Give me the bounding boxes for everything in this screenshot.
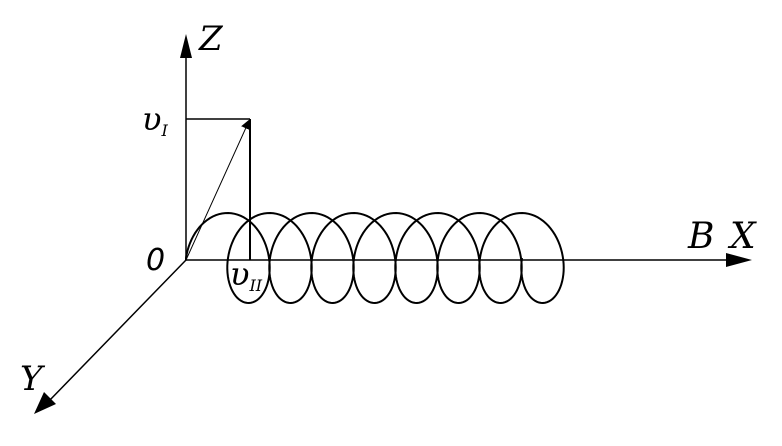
y-axis-label: Y <box>20 359 46 399</box>
x-axis-arrow <box>726 253 752 267</box>
v-par-symbol: υ <box>230 255 249 293</box>
origin-label: 0 <box>146 243 165 278</box>
v-perp-subscript: I <box>160 121 168 140</box>
y-axis-arrow <box>34 392 56 414</box>
v-par-label: υII <box>230 255 263 295</box>
v-par-subscript: II <box>248 276 262 295</box>
field-label: B <box>687 216 714 257</box>
v-perp-symbol: υ <box>142 100 161 138</box>
velocity-vector <box>185 119 251 261</box>
z-axis-label: Z <box>198 19 224 59</box>
helix-trajectory <box>185 212 565 304</box>
x-axis-label: X <box>727 216 757 257</box>
z-axis-arrow <box>180 34 192 58</box>
y-axis-line <box>47 259 187 403</box>
v-perp-label: υI <box>142 100 168 140</box>
